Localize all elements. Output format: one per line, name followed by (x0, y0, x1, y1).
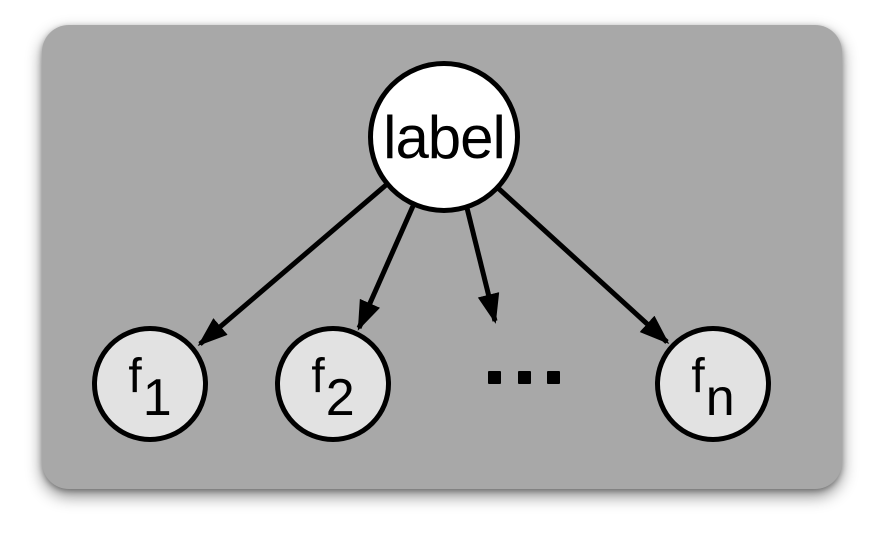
fn-base-text: f (691, 349, 705, 403)
edge-label-to-ellipsis (464, 207, 500, 324)
f1-subscript-text: 1 (142, 369, 172, 427)
edge-label-to-f1 (197, 183, 388, 346)
ellipsis-dot (488, 371, 501, 384)
fn-subscript-text: n (705, 369, 735, 427)
f2-base-text: f (311, 349, 325, 403)
f1-base-text: f (128, 349, 142, 403)
edge-label-to-fn (496, 186, 670, 345)
root-node-text: label (383, 103, 506, 171)
feature-node-f2: f 2 (275, 326, 391, 442)
diagram-panel: label f 1 f 2 f n (42, 25, 842, 489)
f2-subscript-text: 2 (325, 369, 355, 427)
root-node-label: label (368, 61, 520, 213)
ellipsis-dot (517, 371, 531, 384)
ellipsis-dots (488, 371, 560, 384)
feature-node-fn: f n (655, 326, 771, 442)
edge-label-to-f2 (356, 204, 416, 331)
ellipsis-dot (547, 371, 560, 384)
feature-node-f1: f 1 (92, 326, 208, 442)
